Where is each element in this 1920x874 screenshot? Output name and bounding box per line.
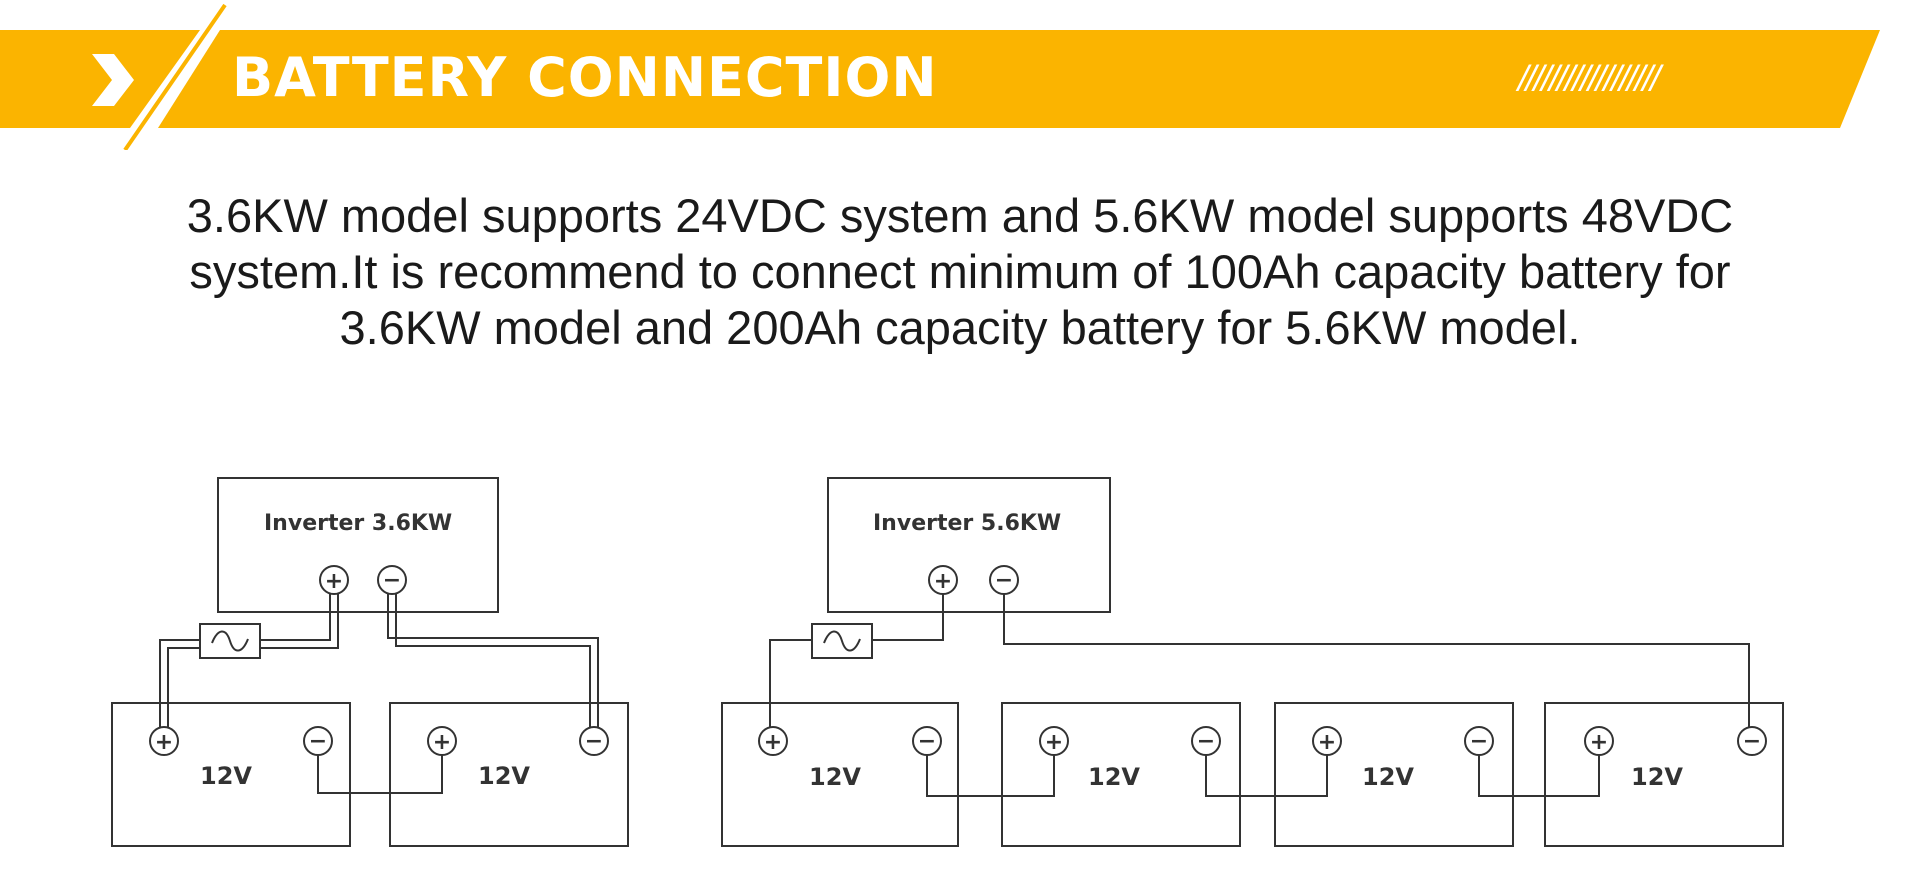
battery bbox=[389, 702, 629, 847]
terminal-symbol: + bbox=[433, 730, 451, 755]
description-line: 3.6KW model and 200Ah capacity battery f… bbox=[339, 301, 1581, 354]
terminal-symbol: + bbox=[1590, 730, 1608, 755]
positive-terminal-icon bbox=[427, 726, 457, 756]
fuse bbox=[199, 623, 261, 659]
positive-terminal-icon bbox=[1312, 726, 1342, 756]
terminals bbox=[149, 565, 1767, 756]
terminal-symbol: + bbox=[934, 569, 952, 594]
fuse-symbol bbox=[211, 630, 249, 652]
banner-slash-line bbox=[123, 3, 227, 150]
banner-main-bar bbox=[158, 30, 1880, 128]
banner-left-bar bbox=[0, 30, 200, 128]
series-jumper bbox=[926, 750, 1055, 797]
negative-terminal-icon bbox=[1191, 726, 1221, 756]
positive-wire bbox=[167, 647, 200, 732]
header-background bbox=[0, 3, 1880, 150]
positive-terminal-icon bbox=[928, 565, 958, 595]
inverter-box bbox=[217, 477, 499, 613]
terminal-symbol: − bbox=[585, 729, 603, 754]
battery bbox=[1001, 702, 1241, 847]
negative-wire bbox=[1003, 572, 1750, 732]
fuse bbox=[811, 623, 873, 659]
series-jumper bbox=[1205, 750, 1328, 797]
positive-terminal-icon bbox=[149, 726, 179, 756]
header-banner: BATTERY CONNECTION ////////////////// bbox=[0, 0, 1920, 150]
terminal-symbol: − bbox=[1743, 729, 1761, 754]
positive-terminal-icon bbox=[1039, 726, 1069, 756]
battery-voltage-label: 12V bbox=[478, 762, 530, 790]
positive-wire bbox=[769, 639, 812, 732]
negative-terminal-icon bbox=[1464, 726, 1494, 756]
terminal-symbol: − bbox=[1470, 729, 1488, 754]
terminal-symbol: − bbox=[918, 729, 936, 754]
battery bbox=[1544, 702, 1784, 847]
positive-terminal-icon bbox=[319, 565, 349, 595]
battery-wiring-diagram: + − + − + − + − + − + − + − + − Inverter… bbox=[111, 477, 1784, 847]
inverter-label: Inverter 5.6KW bbox=[873, 511, 1061, 536]
negative-terminal-icon bbox=[989, 565, 1019, 595]
series-jumper bbox=[1478, 750, 1600, 797]
positive-wire bbox=[159, 639, 200, 732]
positive-wire bbox=[260, 572, 339, 649]
battery bbox=[111, 702, 351, 847]
battery-voltage-label: 12V bbox=[1362, 763, 1414, 791]
diagram-5-6kw bbox=[721, 477, 1784, 847]
positive-terminal-icon bbox=[1584, 726, 1614, 756]
terminal-symbol: − bbox=[995, 568, 1013, 593]
battery-voltage-label: 12V bbox=[200, 762, 252, 790]
terminal-symbol: − bbox=[1197, 729, 1215, 754]
negative-terminal-icon bbox=[377, 565, 407, 595]
terminal-symbol: + bbox=[1045, 730, 1063, 755]
terminal-symbol: + bbox=[155, 730, 173, 755]
terminal-symbol: + bbox=[325, 569, 343, 594]
terminal-symbol: + bbox=[764, 730, 782, 755]
battery bbox=[1274, 702, 1514, 847]
negative-terminal-icon bbox=[303, 726, 333, 756]
description-line: system.It is recommend to connect minimu… bbox=[189, 245, 1731, 298]
description-text: 3.6KW model supports 24VDC system and 5.… bbox=[100, 188, 1820, 356]
negative-wire bbox=[395, 572, 591, 732]
fuse-symbol bbox=[823, 630, 861, 652]
terminal-symbol: − bbox=[383, 568, 401, 593]
decorative-slashes: ////////////////// bbox=[1518, 58, 1661, 96]
battery bbox=[721, 702, 959, 847]
battery-voltage-label: 12V bbox=[809, 763, 861, 791]
terminal-symbol: − bbox=[309, 729, 327, 754]
description-line: 3.6KW model supports 24VDC system and 5.… bbox=[186, 189, 1734, 242]
inverter-label: Inverter 3.6KW bbox=[264, 511, 452, 536]
section-title: BATTERY CONNECTION bbox=[232, 46, 938, 109]
battery-voltage-label: 12V bbox=[1631, 763, 1683, 791]
positive-wire bbox=[260, 572, 331, 641]
positive-terminal-icon bbox=[758, 726, 788, 756]
diagram-3-6kw bbox=[111, 477, 629, 847]
negative-terminal-icon bbox=[579, 726, 609, 756]
series-jumper bbox=[317, 750, 443, 794]
battery-voltage-label: 12V bbox=[1088, 763, 1140, 791]
chevron-right-icon bbox=[92, 54, 134, 106]
negative-wire bbox=[387, 572, 599, 732]
terminal-symbol: + bbox=[1318, 730, 1336, 755]
negative-terminal-icon bbox=[912, 726, 942, 756]
negative-terminal-icon bbox=[1737, 726, 1767, 756]
inverter-box bbox=[827, 477, 1111, 613]
